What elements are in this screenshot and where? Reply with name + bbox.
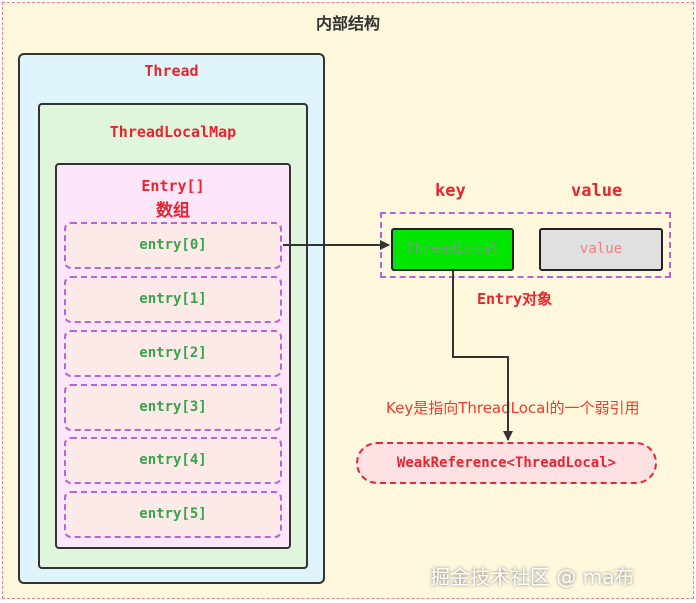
entry-slot-5: entry[5] [64, 491, 282, 538]
watermark: 掘金技术社区 @ ma布 [430, 565, 635, 589]
weak-reference-box: WeakReference<ThreadLocal> [356, 442, 657, 484]
key-to-weak-reference-arrow [452, 271, 513, 441]
entry-array-sublabel: 数组 [156, 201, 190, 221]
entry-slot-4: entry[4] [64, 437, 282, 484]
entry-object-caption: Entry对象 [477, 290, 553, 308]
entry-slot-2: entry[2] [64, 330, 282, 377]
thread-local-map-label: ThreadLocalMap [109, 123, 237, 141]
key-threadlocal-box: ThreadLocal [391, 228, 514, 271]
entry-slot-0: entry[0] [64, 222, 282, 269]
value-header: value [571, 181, 623, 201]
entry-slot-1: entry[1] [64, 276, 282, 323]
entry-array-label: Entry[] [141, 177, 205, 195]
diagram-title: 内部结构 [315, 14, 380, 33]
thread-label: Thread [144, 62, 199, 80]
entry-slot-3: entry[3] [64, 384, 282, 431]
key-header: key [435, 181, 466, 201]
weak-reference-note: Key是指向ThreadLocal的一个弱引用 [386, 399, 640, 417]
value-box: value [539, 228, 663, 271]
